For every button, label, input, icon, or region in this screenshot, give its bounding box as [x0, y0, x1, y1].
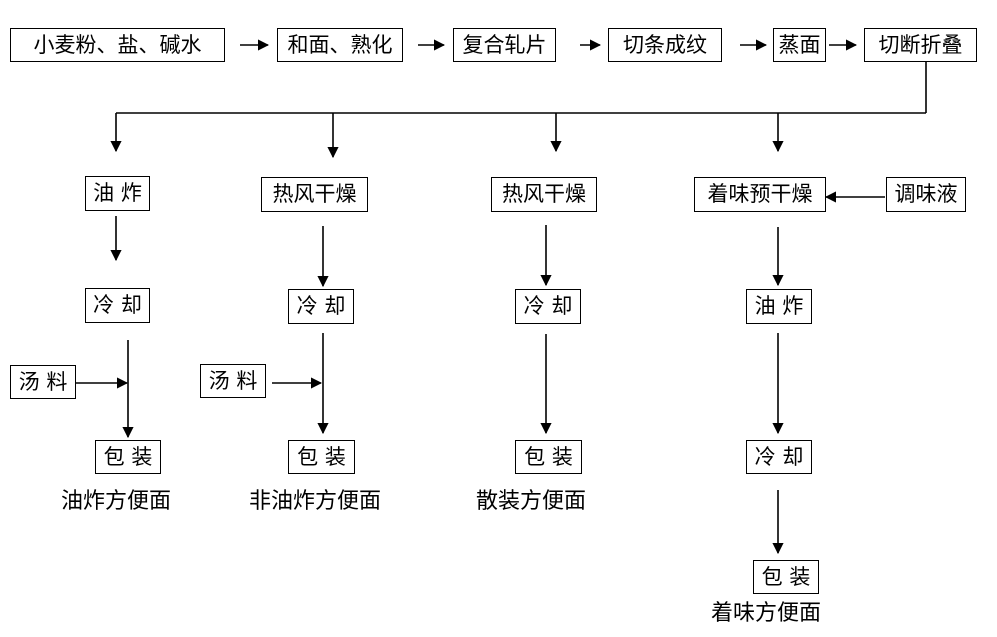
- flavored-cool: 冷 却: [746, 440, 812, 474]
- step-compound-rolling: 复合轧片: [453, 28, 556, 62]
- fried-cool: 冷 却: [85, 288, 150, 323]
- fried-pack: 包 装: [95, 440, 161, 474]
- step-knead-mature: 和面、熟化: [277, 28, 403, 62]
- bulk-product-label: 散装方便面: [476, 489, 587, 514]
- nonfried-cool: 冷 却: [288, 289, 354, 324]
- flavored-seasoning-liquid: 调味液: [886, 177, 966, 212]
- bulk-pack: 包 装: [515, 440, 582, 474]
- fried-fry: 油 炸: [85, 176, 150, 211]
- step-raw-materials: 小麦粉、盐、碱水: [10, 28, 225, 62]
- flavored-pre-dry: 着味预干燥: [694, 177, 826, 212]
- step-cut-wave: 切条成纹: [608, 28, 722, 62]
- flavored-product-label: 着味方便面: [711, 601, 822, 626]
- fried-product-label: 油炸方便面: [61, 489, 172, 514]
- bulk-cool: 冷 却: [515, 289, 581, 324]
- nonfried-soup: 汤 料: [200, 364, 266, 398]
- flavored-fry: 油 炸: [746, 289, 812, 324]
- flavored-pack: 包 装: [753, 560, 819, 594]
- fried-soup: 汤 料: [10, 365, 76, 399]
- step-steam: 蒸面: [773, 28, 826, 62]
- nonfried-pack: 包 装: [288, 440, 355, 474]
- bulk-hot-air-dry: 热风干燥: [491, 177, 597, 212]
- step-cut-fold: 切断折叠: [864, 28, 977, 62]
- nonfried-product-label: 非油炸方便面: [249, 489, 382, 514]
- nonfried-hot-air-dry: 热风干燥: [261, 177, 368, 212]
